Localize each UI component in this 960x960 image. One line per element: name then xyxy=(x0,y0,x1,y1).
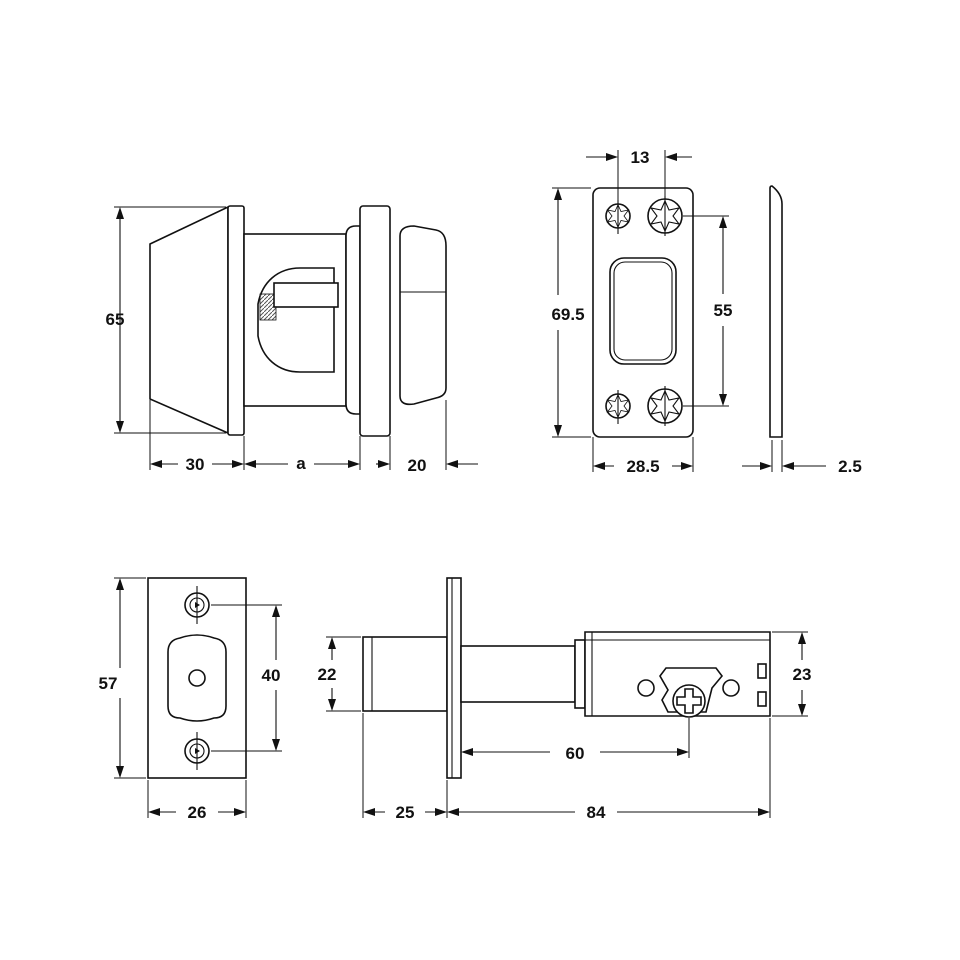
latch-slot-bottom xyxy=(757,691,767,707)
faceplate-spindle-hole xyxy=(188,669,206,687)
strike-plate-view xyxy=(592,187,694,438)
faceplate-view xyxy=(147,577,247,779)
latch-tube xyxy=(460,645,576,703)
outer-rose-flange xyxy=(227,205,245,436)
latch-body-view xyxy=(362,577,771,779)
latch-cam-hole-left xyxy=(637,679,655,697)
dim-faceplate-height: 57 xyxy=(99,674,118,693)
inner-collar xyxy=(345,225,361,415)
latch-tube-ring xyxy=(574,639,586,709)
dim-strike-hole-spacing: 55 xyxy=(714,301,733,320)
latch-cam-hole-right xyxy=(722,679,740,697)
knob-side-view xyxy=(149,205,447,437)
dim-rose-depth: 30 xyxy=(186,455,205,474)
dim-faceplate-width: 26 xyxy=(188,803,207,822)
strike-plate-edge-view: 2.5 xyxy=(742,185,862,476)
thumb-turn-knob xyxy=(399,225,447,406)
dim-strike-width: 28.5 xyxy=(626,457,659,476)
latch-faceplate-edge xyxy=(446,577,462,779)
faceplate-dimensions: 57 40 26 xyxy=(99,577,282,822)
strike-plate-edge xyxy=(769,185,783,438)
outer-rose-cone xyxy=(149,205,229,435)
dim-strike-screw-pitch: 13 xyxy=(631,148,650,167)
knob-side-dimensions: 65 30 a 20 xyxy=(106,206,478,475)
strike-latch-opening xyxy=(609,257,677,365)
dim-bolt-projection: 25 xyxy=(396,803,415,822)
dim-knob-height: 65 xyxy=(106,310,125,329)
inner-rose-flange xyxy=(359,205,391,437)
latch-body-dimensions: 22 23 60 25 84 xyxy=(318,631,812,822)
spindle-bar xyxy=(273,282,339,308)
latch-spindle-cross xyxy=(672,684,706,718)
dim-overall-length: 84 xyxy=(587,803,606,822)
latch-slot-top xyxy=(757,663,767,679)
dim-strike-height: 69.5 xyxy=(551,305,584,324)
strike-latch-opening-inner xyxy=(613,261,673,361)
dim-knob-depth: 20 xyxy=(408,456,427,475)
dim-strike-thickness: 2.5 xyxy=(838,457,862,476)
dim-faceplate-hole-spacing: 40 xyxy=(262,666,281,685)
latch-bolt xyxy=(362,636,448,712)
dim-backset: 60 xyxy=(566,744,585,763)
strike-plate-dimensions: 13 69.5 55 28.5 xyxy=(551,148,732,476)
dim-spacing-a: a xyxy=(296,454,306,473)
dim-case-height: 23 xyxy=(793,665,812,684)
dim-bolt-height: 22 xyxy=(318,665,337,684)
